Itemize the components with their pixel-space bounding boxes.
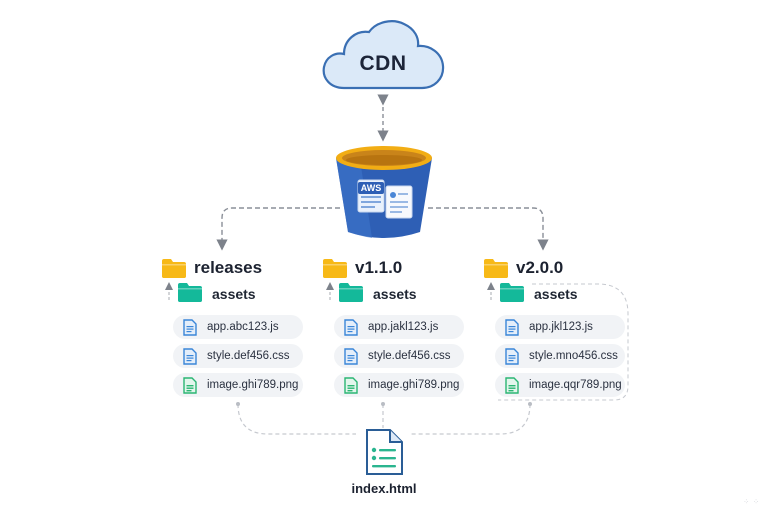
- cloud-icon: [322, 20, 445, 90]
- assets-folder[interactable]: assets: [338, 281, 417, 308]
- image-file-icon: [334, 376, 358, 394]
- bucket-v200-connector: [428, 207, 549, 251]
- folder-icon: [483, 257, 509, 279]
- document-icon: [173, 347, 197, 365]
- cdn-label: CDN: [359, 52, 407, 75]
- folder-name: v1.1.0: [355, 258, 403, 277]
- file-item[interactable]: style.def456.css: [173, 344, 303, 368]
- folder-group: releases assets app.abc123.js style.def456.…: [161, 255, 311, 405]
- assets-folder-label: assets: [534, 286, 578, 302]
- image-file-icon: [173, 376, 197, 394]
- document-icon: [173, 318, 197, 336]
- teal-folder-icon: [338, 281, 364, 308]
- file-name: style.mno456.css: [529, 350, 618, 362]
- file-name: image.qqr789.png: [529, 379, 622, 391]
- folder-icon: [322, 257, 348, 279]
- teal-folder-icon: [499, 281, 525, 308]
- folder-group: v1.1.0 assets app.jakl123.js style.def456.c…: [322, 255, 472, 405]
- corner-decoration: ⁘ ⁘: [743, 499, 760, 506]
- bucket-releases-connector: [216, 207, 340, 251]
- document-icon: [495, 318, 519, 336]
- file-name: style.def456.css: [368, 350, 451, 362]
- assets-folder[interactable]: assets: [499, 281, 578, 308]
- s3-bucket-icon: AWS: [336, 146, 432, 238]
- folder-name: releases: [194, 258, 263, 277]
- file-name: app.jakl123.js: [368, 321, 439, 333]
- file-item[interactable]: image.ghi789.png: [334, 373, 464, 397]
- file-name: app.abc123.js: [207, 321, 279, 333]
- index-html-label: index.html: [351, 481, 417, 496]
- file-item[interactable]: app.jkl123.js: [495, 315, 625, 339]
- document-icon: [495, 347, 519, 365]
- file-name: image.ghi789.png: [207, 379, 299, 391]
- folder-group: v2.0.0 assets app.jkl123.js style.mno456.cs…: [483, 255, 633, 405]
- folder-header[interactable]: v2.0.0: [483, 255, 563, 281]
- assets-folder[interactable]: assets: [177, 281, 256, 308]
- folder-header[interactable]: v1.1.0: [322, 255, 402, 281]
- image-file-icon: [495, 376, 519, 394]
- v200-highlight-frame: [498, 283, 629, 401]
- file-item[interactable]: image.ghi789.png: [173, 373, 303, 397]
- file-item[interactable]: app.jakl123.js: [334, 315, 464, 339]
- folder-icon: [161, 257, 187, 279]
- document-icon: [334, 318, 358, 336]
- folder-name: v2.0.0: [516, 258, 564, 277]
- teal-folder-icon: [177, 281, 203, 308]
- html-file-icon: [366, 429, 403, 475]
- document-icon: [334, 347, 358, 365]
- file-item[interactable]: app.abc123.js: [173, 315, 303, 339]
- file-name: style.def456.css: [207, 350, 290, 362]
- file-name: image.ghi789.png: [368, 379, 460, 391]
- assets-folder-label: assets: [373, 286, 417, 302]
- file-name: app.jkl123.js: [529, 321, 593, 333]
- folder-header[interactable]: releases: [161, 255, 262, 281]
- aws-badge-label: AWS: [358, 182, 384, 194]
- index-v200-link: [410, 403, 531, 435]
- file-item[interactable]: image.qqr789.png: [495, 373, 625, 397]
- assets-folder-label: assets: [212, 286, 256, 302]
- index-releases-link: [237, 403, 356, 435]
- file-item[interactable]: style.def456.css: [334, 344, 464, 368]
- file-item[interactable]: style.mno456.css: [495, 344, 625, 368]
